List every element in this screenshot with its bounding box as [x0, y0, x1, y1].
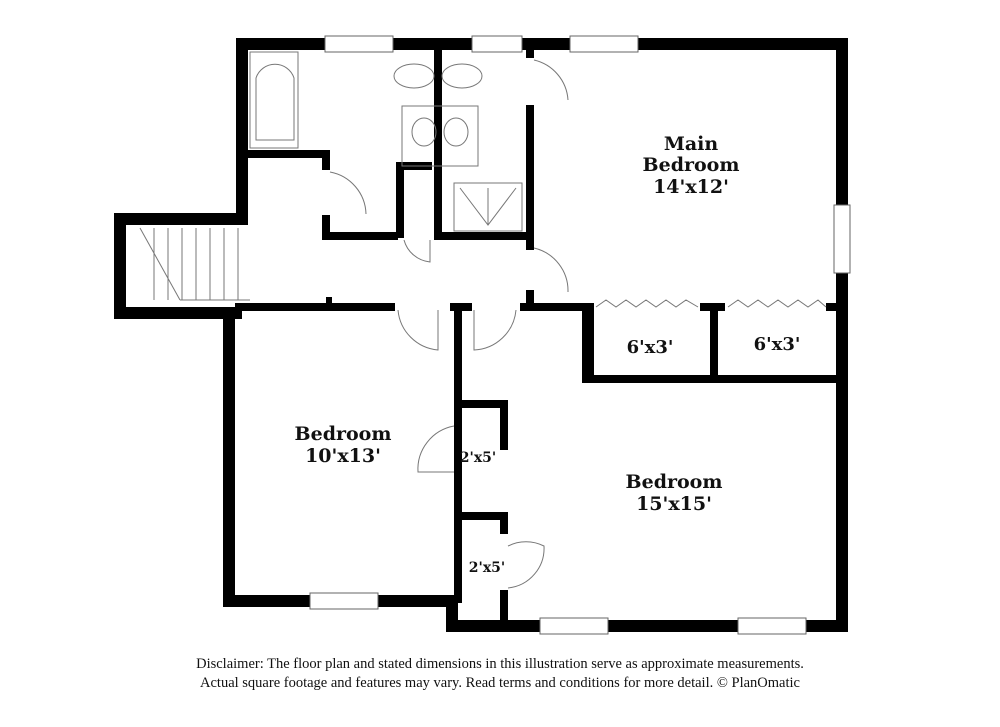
bedroom-right-dims: 15'x15' [636, 493, 712, 515]
closet-4-dims: 2'x5' [469, 560, 505, 576]
walls [114, 38, 848, 632]
closet-1-dims: 6'x3' [627, 337, 674, 358]
fixtures [139, 51, 827, 589]
stairs [139, 227, 250, 301]
disclaimer-line-1: Disclaimer: The floor plan and stated di… [196, 656, 804, 672]
closet-3-dims: 2'x5' [460, 450, 496, 466]
room-labels: Main Bedroom 14'x12' 6'x3' 6'x3' Bedroom… [295, 133, 801, 576]
floor-plan: Main Bedroom 14'x12' 6'x3' 6'x3' Bedroom… [114, 35, 851, 635]
bedroom-left-dims: 10'x13' [305, 445, 381, 467]
main-bedroom-dims: 14'x12' [653, 176, 729, 198]
main-bedroom-label-1: Main [664, 133, 719, 155]
disclaimer-line-2: Actual square footage and features may v… [200, 675, 800, 691]
door-swing [329, 171, 367, 215]
bedroom-right-label: Bedroom [626, 471, 723, 493]
closet-2-dims: 6'x3' [754, 334, 801, 355]
windows [309, 35, 851, 635]
disclaimer: Disclaimer: The floor plan and stated di… [0, 655, 1000, 693]
bedroom-left-label: Bedroom [295, 423, 392, 445]
main-bedroom-label-2: Bedroom [643, 154, 740, 176]
